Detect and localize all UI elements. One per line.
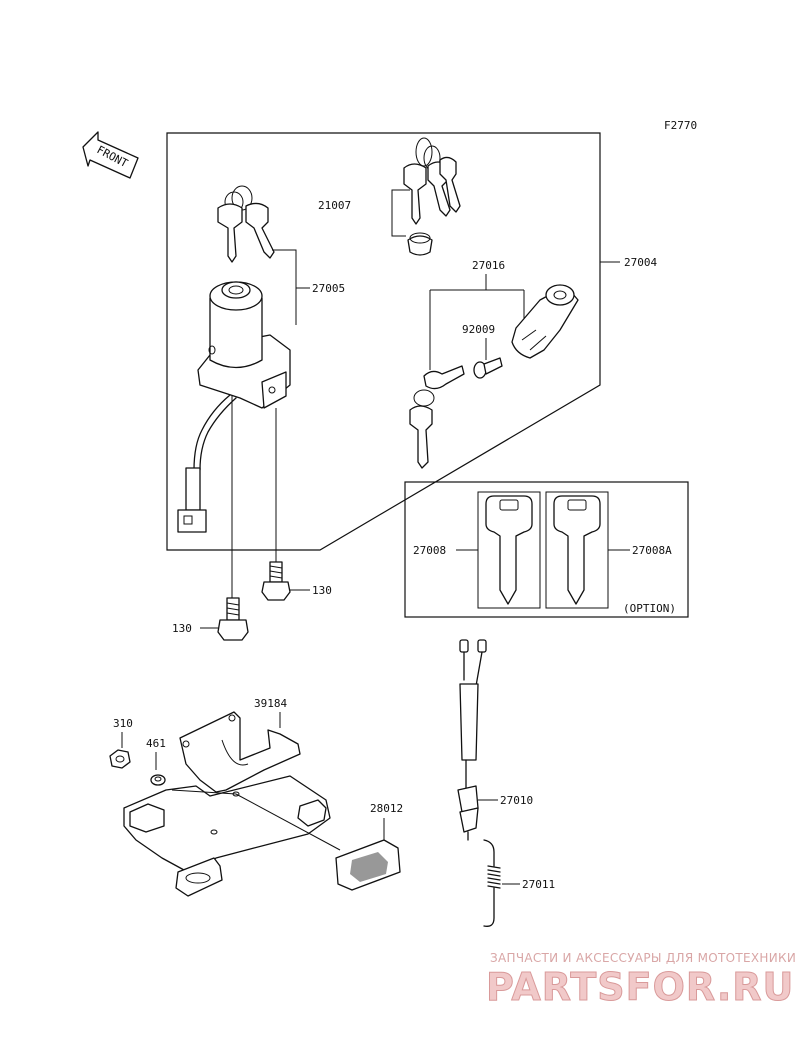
screw-92009-icon bbox=[473, 357, 503, 379]
label-27004: 27004 bbox=[624, 256, 657, 269]
key-set-27016-icon bbox=[409, 365, 465, 469]
label-310: 310 bbox=[113, 717, 133, 730]
reflector-28012-icon bbox=[335, 839, 401, 891]
bracket-39184-icon bbox=[123, 711, 331, 897]
label-130-right: 130 bbox=[312, 584, 332, 597]
label-21007: 21007 bbox=[318, 199, 351, 212]
front-arrow-icon: FRONT bbox=[82, 131, 139, 179]
watermark-brand: PARTSFOR.RU bbox=[486, 965, 794, 1009]
label-27005: 27005 bbox=[312, 282, 345, 295]
spring-27011-icon bbox=[483, 839, 501, 927]
bolt-130-right-icon bbox=[261, 561, 291, 601]
option-label: (OPTION) bbox=[623, 602, 676, 615]
key-set-27005-icon bbox=[217, 185, 275, 263]
label-461: 461 bbox=[146, 737, 166, 750]
washer-461-icon bbox=[150, 774, 166, 786]
label-27011: 27011 bbox=[522, 878, 555, 891]
watermark-tagline: ЗАПЧАСТИ И АКСЕССУАРЫ ДЛЯ МОТОТЕХНИКИ bbox=[490, 951, 796, 965]
bolt-130-left-icon bbox=[217, 597, 249, 641]
label-130-left: 130 bbox=[172, 622, 192, 635]
label-28012: 28012 bbox=[370, 802, 403, 815]
key-set-21007-icon bbox=[403, 137, 461, 256]
label-92009: 92009 bbox=[462, 323, 495, 336]
label-39184: 39184 bbox=[254, 697, 287, 710]
label-27016: 27016 bbox=[472, 259, 505, 272]
label-27008: 27008 bbox=[413, 544, 446, 557]
option-box bbox=[404, 481, 689, 618]
seat-lock-icon bbox=[511, 284, 579, 359]
ignition-switch-icon bbox=[177, 281, 291, 533]
nut-310-icon bbox=[109, 749, 131, 769]
assembly-outline-27004 bbox=[166, 132, 601, 551]
figure-code: F2770 bbox=[664, 119, 697, 132]
key-27008a-icon bbox=[553, 495, 601, 605]
key-27008-icon bbox=[485, 495, 533, 605]
switch-27010-icon bbox=[457, 639, 487, 841]
label-27008a: 27008A bbox=[632, 544, 672, 557]
label-27010: 27010 bbox=[500, 794, 533, 807]
